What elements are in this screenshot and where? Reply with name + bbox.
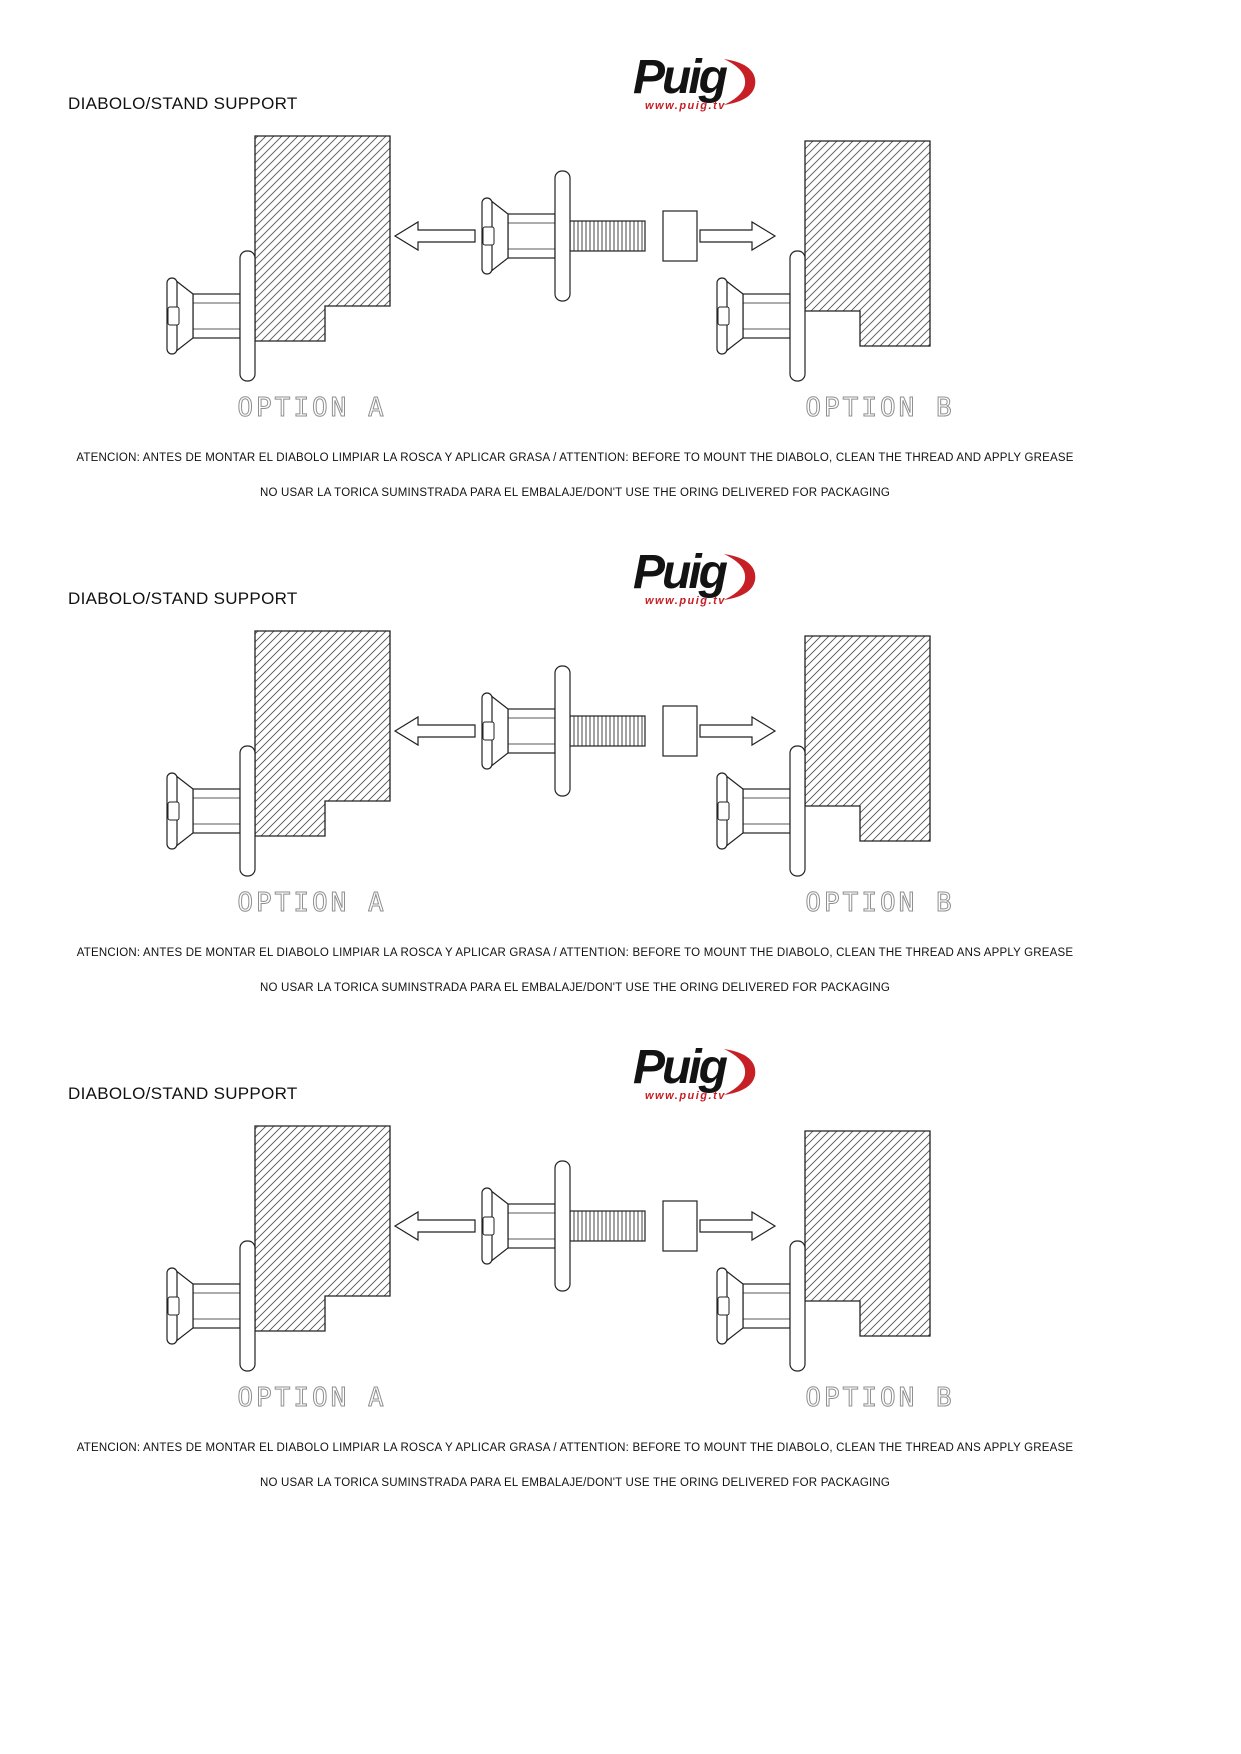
puig-swoosh-icon <box>723 59 756 105</box>
arrow-right-icon <box>699 1210 777 1242</box>
frame-block-a <box>254 1125 391 1332</box>
frame-block-a <box>254 630 391 837</box>
page-title: DIABOLO/STAND SUPPORT <box>68 94 298 113</box>
puig-logo: Puig www.puig.tv <box>633 1041 863 1102</box>
diabolo-spool-b <box>716 1240 806 1372</box>
puig-logo-text: Puig <box>633 51 728 104</box>
option-b-assembly <box>716 140 931 382</box>
arrow-left-icon <box>393 220 476 252</box>
puig-swoosh-icon <box>723 554 756 600</box>
option-b-label: OPTION B <box>805 393 954 423</box>
threaded-stud <box>569 220 646 252</box>
frame-block-b <box>804 140 931 347</box>
assembly-diagram: OPTION A OPTION B <box>166 1125 954 1414</box>
puig-logo-text: Puig <box>633 1041 728 1094</box>
option-a-assembly <box>166 630 391 877</box>
diagram-area: OPTION A OPTION B <box>140 621 980 921</box>
puig-logo-row: Puig <box>633 546 863 602</box>
warning-attention: ATENCION: ANTES DE MONTAR EL DIABOLO LIM… <box>76 1442 1074 1454</box>
center-parts <box>393 665 777 797</box>
diabolo-spool-b <box>716 745 806 877</box>
puig-logo-row: Puig <box>633 51 863 107</box>
diabolo-spool-a <box>166 1240 256 1372</box>
option-a-label: OPTION A <box>237 1383 386 1413</box>
option-a-label: OPTION A <box>237 888 386 918</box>
diabolo-spool-center <box>481 1160 571 1292</box>
option-b-assembly <box>716 1130 931 1372</box>
center-parts <box>393 1160 777 1292</box>
option-a-assembly <box>166 135 391 382</box>
diabolo-spool-a <box>166 250 256 382</box>
instruction-section: DIABOLO/STAND SUPPORT Puig www.puig.tv <box>0 990 1241 1489</box>
option-b-label: OPTION B <box>805 888 954 918</box>
puig-logo-url: www.puig.tv <box>645 100 726 112</box>
puig-logo-row: Puig <box>633 1041 863 1097</box>
diagram-area: OPTION A OPTION B <box>140 1116 980 1416</box>
diabolo-spool-center <box>481 665 571 797</box>
diabolo-spool-b <box>716 250 806 382</box>
puig-logo-text: Puig <box>633 546 728 599</box>
warning-oring: NO USAR LA TORICA SUMINSTRADA PARA EL EM… <box>259 982 891 994</box>
arrow-right-icon <box>699 715 777 747</box>
puig-logo-url: www.puig.tv <box>645 595 726 607</box>
arrow-right-icon <box>699 220 777 252</box>
spacer-block <box>662 210 698 262</box>
spacer-block <box>662 1200 698 1252</box>
threaded-stud <box>569 1210 646 1242</box>
puig-logo: Puig www.puig.tv <box>633 51 863 112</box>
center-parts <box>393 170 777 302</box>
assembly-diagram: OPTION A OPTION B <box>166 135 954 424</box>
diagram-area: OPTION A OPTION B <box>140 126 980 426</box>
frame-block-a <box>254 135 391 342</box>
puig-logo: Puig www.puig.tv <box>633 546 863 607</box>
option-a-label: OPTION A <box>237 393 386 423</box>
warning-oring: NO USAR LA TORICA SUMINSTRADA PARA EL EM… <box>259 1477 891 1489</box>
puig-logo-url: www.puig.tv <box>645 1090 726 1102</box>
warning-attention: ATENCION: ANTES DE MONTAR EL DIABOLO LIM… <box>76 452 1074 464</box>
option-a-assembly <box>166 1125 391 1372</box>
spacer-block <box>662 705 698 757</box>
instruction-section: DIABOLO/STAND SUPPORT Puig www.puig.tv <box>0 0 1241 499</box>
arrow-left-icon <box>393 1210 476 1242</box>
assembly-diagram: OPTION A OPTION B <box>166 630 954 919</box>
diabolo-spool-a <box>166 745 256 877</box>
warning-attention: ATENCION: ANTES DE MONTAR EL DIABOLO LIM… <box>76 947 1074 959</box>
puig-swoosh-icon <box>723 1049 756 1095</box>
threaded-stud <box>569 715 646 747</box>
warning-oring: NO USAR LA TORICA SUMINSTRADA PARA EL EM… <box>259 487 891 499</box>
frame-block-b <box>804 1130 931 1337</box>
option-b-label: OPTION B <box>805 1383 954 1413</box>
arrow-left-icon <box>393 715 476 747</box>
page-title: DIABOLO/STAND SUPPORT <box>68 1084 298 1103</box>
page-title: DIABOLO/STAND SUPPORT <box>68 589 298 608</box>
frame-block-b <box>804 635 931 842</box>
diabolo-spool-center <box>481 170 571 302</box>
instruction-section: DIABOLO/STAND SUPPORT Puig www.puig.tv <box>0 495 1241 994</box>
option-b-assembly <box>716 635 931 877</box>
